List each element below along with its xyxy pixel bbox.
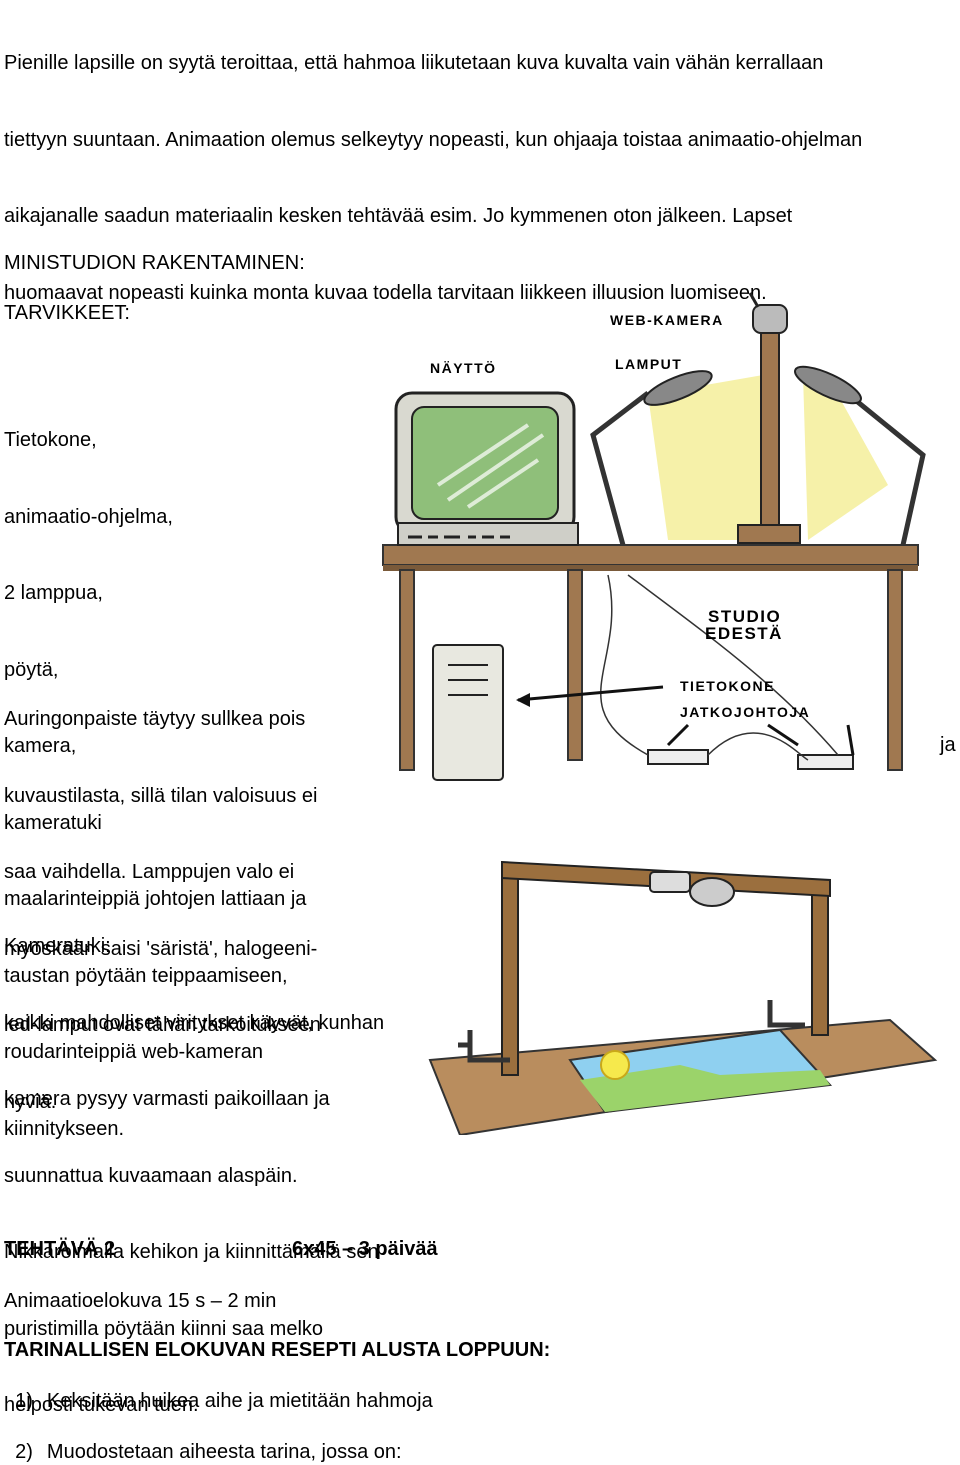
- supplies-heading: TARVIKKEET:: [4, 302, 130, 324]
- camera-stand-illustration: [428, 860, 938, 1135]
- label-monitor: NÄYTTÖ: [430, 360, 497, 376]
- task-title: TEHTÄVÄ 2: [4, 1238, 116, 1260]
- intro-line: aikajanalle saadun materiaalin kesken te…: [4, 205, 793, 227]
- frame-post-left: [501, 869, 519, 1076]
- lamp-left: [590, 391, 650, 546]
- table-leg: [887, 569, 903, 771]
- supplies-item: pöytä,: [4, 658, 59, 681]
- camera-pole: [760, 332, 780, 534]
- arrow-cords: [666, 723, 690, 747]
- label-studio-front-1: STUDIO: [708, 607, 781, 626]
- webcam-body: [752, 304, 788, 334]
- step-text: Keksitään huikea aihe ja mietitään hahmo…: [46, 1389, 433, 1412]
- intro-paragraph: Pienille lapsille on syytä teroittaa, et…: [4, 0, 862, 332]
- camera-stand-line: suunnattua kuvaamaan alaspäin.: [4, 1164, 298, 1187]
- camera: [689, 877, 735, 907]
- note-line: saa vaihdella. Lamppujen valo ei: [4, 861, 295, 883]
- sunlight-note: Auringonpaiste täytyy sullkea pois kuvau…: [4, 656, 321, 1141]
- supplies-item: 2 lamppua,: [4, 582, 103, 604]
- step-number: 2): [15, 1440, 33, 1463]
- camera-stand-line: kamera pysyy varmasti paikoillaan ja: [4, 1088, 330, 1110]
- table-leg: [399, 569, 415, 771]
- clamp-right: [767, 1000, 805, 1028]
- supplies-list: Tietokone, animaatio-ohjelma, 2 lamppua,…: [4, 377, 306, 1168]
- supplies-item: kiinnitykseen.: [4, 1117, 125, 1140]
- camera-stand-paragraph: Kameratuki: kaikki mahdolliset viritykse…: [4, 883, 384, 1444]
- arrow-computer: [517, 685, 664, 702]
- cable: [600, 574, 839, 761]
- note-line: kuvaustilasta, sillä tilan valoisuus ei: [4, 784, 318, 807]
- supplies-item: kamera,: [4, 735, 77, 757]
- monitor-screen: [411, 406, 559, 520]
- frame-post-right: [811, 889, 829, 1036]
- light-cone-right: [803, 375, 888, 540]
- note-line: Auringonpaiste täytyy sullkea pois: [4, 708, 306, 730]
- supplies-item: maalarinteippiä johtojen lattiaan ja: [4, 888, 307, 910]
- power-strip: [647, 749, 709, 765]
- grass: [580, 1065, 830, 1112]
- supplies-item: animaatio-ohjelma,: [4, 505, 173, 528]
- power-strip: [797, 754, 854, 770]
- label-lamps: LAMPUT: [615, 356, 682, 372]
- intro-line: huomaavat nopeasti kuinka monta kuvaa to…: [4, 281, 767, 304]
- light-cone-left: [648, 375, 763, 540]
- label-studio-front-2: EDESTÄ: [705, 624, 783, 643]
- stray-word: ja: [940, 734, 956, 756]
- label-computer: TIETOKONE: [680, 678, 775, 694]
- task-schedule: 6x45 – 3 päivää: [292, 1238, 438, 1260]
- camera-stand-line: Nikkaroimalla kehikon ja kiinnittämällä …: [4, 1241, 379, 1263]
- task-film: Animaatioelokuva 15 s – 2 min: [4, 1290, 277, 1312]
- studio-heading: MINISTUDION RAKENTAMINEN:: [4, 252, 305, 274]
- camera-stand-line: puristimilla pöytään kiinni saa melko: [4, 1317, 324, 1340]
- camera-stand-line: helposti tukevan tuen.: [4, 1394, 199, 1416]
- lamp-right: [841, 388, 926, 546]
- note-line: myöskään saisi 'säristä', halogeeni-: [4, 937, 318, 960]
- intro-line: Pienille lapsille on syytä teroittaa, et…: [4, 52, 824, 74]
- label-extension-cords: JATKOJOHTOJA: [680, 704, 810, 720]
- computer-tower: [432, 644, 504, 781]
- note-line: hyviä.: [4, 1090, 57, 1113]
- step-text: Muodostetaan aiheesta tarina, jossa on:: [46, 1440, 402, 1463]
- note-line: led-lamput ovat tähän tarkoitukseen: [4, 1014, 321, 1036]
- step-number: 1): [15, 1389, 33, 1412]
- table-top: [382, 544, 919, 566]
- sun: [600, 1050, 630, 1080]
- camera-stand-line: Kameratuki:: [4, 935, 111, 957]
- intro-line: tiettyyn suuntaan. Animaation olemus sel…: [4, 128, 863, 151]
- label-webcam: WEB-KAMERA: [610, 312, 724, 328]
- recipe-step: 1) Keksitään huikea aihe ja mietitään hah…: [4, 1363, 433, 1414]
- supplies-item: Tietokone,: [4, 429, 97, 451]
- supplies-item: roudarinteippiä web-kameran: [4, 1041, 264, 1063]
- recipe-heading: TARINALLISEN ELOKUVAN RESEPTI ALUSTA LOP…: [4, 1339, 551, 1361]
- table-leg: [567, 569, 583, 761]
- clamp-left: [458, 1030, 510, 1063]
- supplies-item: taustan pöytään teippaamiseen,: [4, 964, 288, 987]
- supplies-item: kameratuki: [4, 811, 102, 834]
- studio-illustration: WEB-KAMERA NÄYTTÖ LAMPUT STUDIO EDESTÄ T…: [382, 292, 926, 781]
- camera-stand-line: kaikki mahdolliset viritykset käyvät, ku…: [4, 1011, 385, 1034]
